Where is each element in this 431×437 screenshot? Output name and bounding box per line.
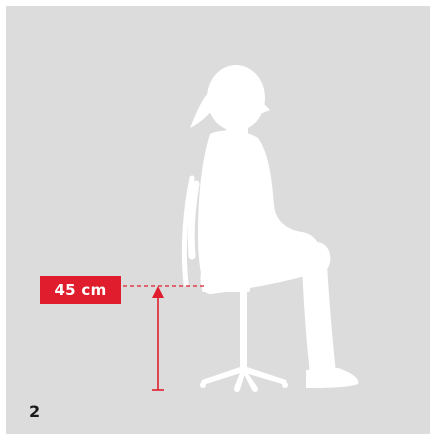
chair-backrest-pad	[191, 184, 196, 256]
figure-number: 2	[29, 402, 40, 422]
chair-base	[200, 286, 288, 392]
person-silhouette	[190, 65, 358, 388]
illustration-panel: 45 cm 2	[6, 6, 430, 434]
seated-person-illustration	[6, 6, 430, 434]
seat-height-label: 45 cm	[40, 276, 121, 304]
height-arrow	[152, 286, 164, 390]
